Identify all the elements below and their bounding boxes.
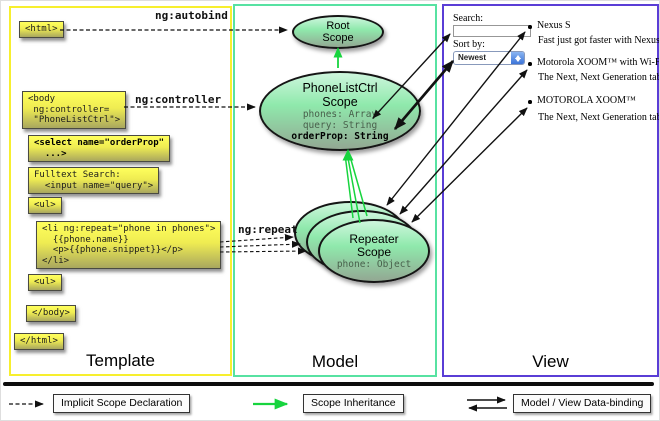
ng-autobind-label: ng:autobind	[155, 9, 228, 22]
code-body-open: <body ng:controller= "PhoneListCtrl">	[22, 91, 127, 129]
model-panel: Model	[233, 4, 437, 377]
model-panel-label: Model	[311, 352, 359, 371]
phonelistctrl-scope-ellipse: PhoneListCtrl Scope phones: Array query:…	[259, 71, 421, 151]
repeater-scope-ellipse: Repeater Scope phone: Object	[318, 219, 430, 283]
phone-item-title: Nexus S	[537, 20, 571, 31]
sort-stepper-icon	[511, 52, 524, 64]
root-scope-ellipse: Root Scope	[292, 15, 384, 49]
code-ul-open: <ul>	[28, 197, 62, 214]
legend-scope-inheritance: Scope Inheritance	[303, 394, 404, 413]
code-select: <select name="orderProp" ...>	[28, 135, 171, 162]
code-html-close: </html>	[14, 333, 64, 350]
phone-item-title: MOTOROLA XOOM™	[537, 95, 636, 106]
bullet-dot	[528, 100, 532, 104]
legend-implicit-scope: Implicit Scope Declaration	[53, 394, 191, 413]
code-ul-close: <ul>	[28, 274, 62, 291]
bullet-dot	[528, 25, 532, 29]
prop-phone: phone: Object	[336, 258, 412, 270]
code-body-close: </body>	[26, 305, 76, 322]
bullet-dot	[528, 62, 532, 66]
sort-select[interactable]: Newest	[453, 51, 525, 65]
code-fulltext: Fulltext Search: <input name="query">	[28, 167, 160, 194]
template-panel-label: Template	[86, 351, 155, 370]
search-label: Search:	[453, 13, 483, 24]
repeater-scope-title: Repeater Scope	[349, 231, 399, 259]
prop-phones: phones: Array	[302, 108, 378, 120]
prop-query: query: String	[302, 119, 378, 131]
phonelistctrl-scope-title: PhoneListCtrl Scope	[302, 80, 378, 109]
view-panel-label: View	[532, 352, 569, 371]
legend-divider	[3, 382, 654, 386]
code-html-open: <html>	[19, 21, 64, 38]
ng-repeat-label: ng:repeat	[238, 223, 298, 236]
ng-controller-label: ng:controller	[135, 93, 222, 106]
search-input[interactable]	[453, 25, 531, 37]
template-panel: Template	[9, 6, 232, 376]
sort-by-label: Sort by:	[453, 39, 485, 50]
phone-item-desc: The Next, Next Generation tablet.	[538, 112, 659, 123]
phone-item-desc: The Next, Next Generation tablet.	[538, 72, 659, 83]
phone-item-desc: Fast just got faster with Nexus S.	[538, 35, 660, 46]
prop-orderprop: orderProp: String	[291, 130, 389, 142]
phone-item-title: Motorola XOOM™ with Wi-Fi	[537, 57, 660, 68]
sort-select-value: Newest	[458, 53, 487, 62]
root-scope-title: Root Scope	[322, 20, 354, 44]
code-li-repeat: <li ng:repeat="phone in phones"> {{phone…	[36, 221, 222, 269]
legend-data-binding: Model / View Data-binding	[513, 394, 652, 413]
